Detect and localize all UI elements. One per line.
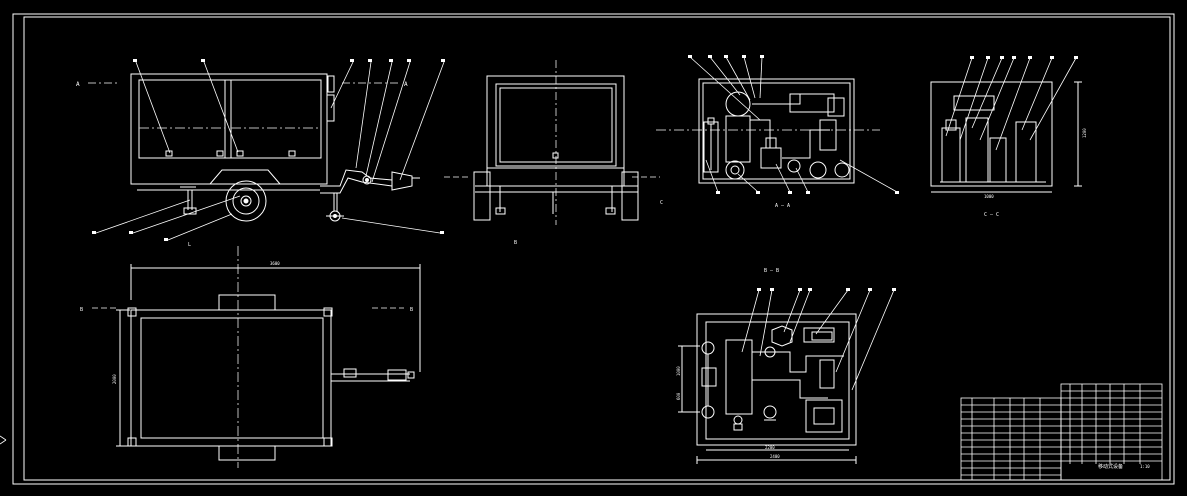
plan-dim-width: 2000 <box>112 374 117 384</box>
title-block-drawing-title: 移动式设备 <box>1098 463 1123 470</box>
section-b-dim-left2: 600 <box>676 392 681 400</box>
front-view-bottom-label: B <box>514 240 517 246</box>
side-view-label: L <box>188 242 191 248</box>
title-block-scale: 1:10 <box>1140 464 1150 469</box>
front-view-side-label: C <box>660 200 663 206</box>
title-block: 移动式设备 1:10 <box>960 383 1163 481</box>
plan-dim-length: 3600 <box>270 261 280 266</box>
plan-section-mark-left: B <box>80 307 83 313</box>
section-c-title: C — C <box>984 212 999 218</box>
front-elevation-view: C B <box>444 60 663 246</box>
section-b-dim-left: 1000 <box>676 366 681 376</box>
corner-marker <box>0 435 7 445</box>
section-b-title: B — B <box>764 268 779 274</box>
section-a-title: A — A <box>775 203 790 209</box>
section-c-dim-width: 1000 <box>984 194 994 199</box>
sheet-border <box>12 13 1175 485</box>
side-elevation-view: A A <box>76 59 445 248</box>
section-mark-a-left: A <box>76 81 80 88</box>
interior-section-c: 1200 1000 C — C <box>930 56 1087 218</box>
plan-view: B B 3600 2000 <box>80 246 421 468</box>
plan-section-mark-right: B <box>410 307 413 313</box>
section-b-dim-overall: 2400 <box>770 454 780 459</box>
section-b: B — B 2200 2400 1000 600 <box>676 268 896 464</box>
section-c-dim-height: 1200 <box>1082 128 1087 138</box>
section-mark-a-right: A <box>404 81 408 88</box>
section-b-dim-width: 2200 <box>765 445 775 450</box>
interior-section-a: A — A <box>656 55 899 209</box>
